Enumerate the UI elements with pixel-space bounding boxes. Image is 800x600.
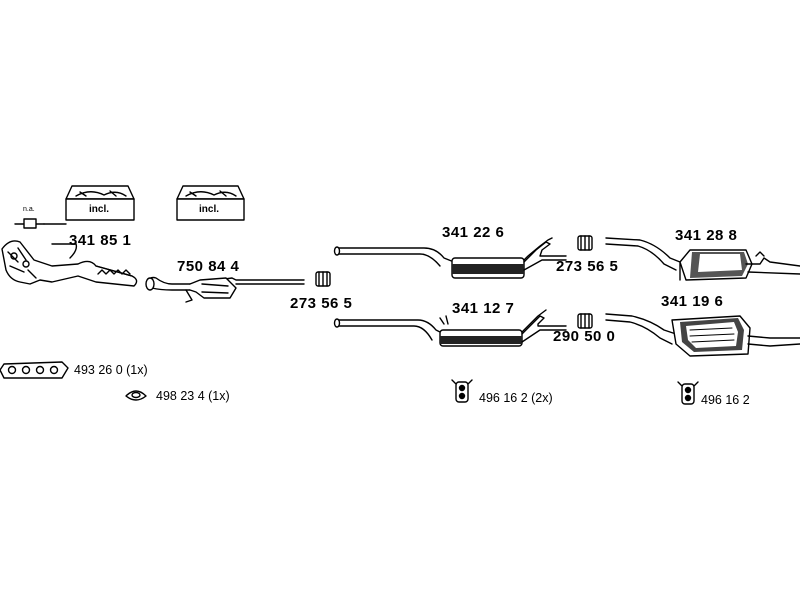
na-connector-pipe	[14, 218, 67, 229]
ring-gasket-icon	[125, 390, 147, 401]
rubber-mount-middle-icon	[451, 379, 473, 403]
middle-silencer-341226	[333, 237, 567, 279]
part-number-clamp-top-right: 273 56 5	[556, 258, 619, 275]
catalytic-converter-750844	[145, 276, 305, 303]
part-number-manifold-pipe: 341 85 1	[69, 232, 132, 249]
middle-silencer-341127	[333, 309, 567, 347]
accessory-manifold-gasket: 493 26 0 (1x)	[74, 363, 148, 377]
na-note: n.a.	[23, 206, 35, 213]
part-number-middle-silencer-top: 341 22 6	[442, 224, 505, 241]
rubber-mount-rear-icon	[677, 381, 699, 405]
included-label-2: incl.	[199, 204, 220, 215]
pipe-clamp-top-right	[577, 235, 593, 251]
rear-silencer-341196	[605, 313, 800, 357]
included-kit-box-1	[65, 185, 135, 221]
included-kit-box-2	[176, 185, 245, 221]
rear-silencer-341288	[605, 237, 800, 281]
pipe-clamp-left	[315, 271, 331, 287]
part-number-catalytic-converter: 750 84 4	[177, 258, 240, 275]
accessory-rubber-mount-rear: 496 16 2	[701, 393, 750, 407]
exhaust-manifold-341851	[1, 240, 138, 287]
manifold-gasket-icon	[0, 361, 69, 379]
pipe-clamp-bottom-right	[577, 313, 593, 329]
accessory-rubber-mount-middle: 496 16 2 (2x)	[479, 391, 553, 405]
part-number-clamp-bottom-right: 290 50 0	[553, 328, 616, 345]
part-number-clamp-left: 273 56 5	[290, 295, 353, 312]
part-number-middle-silencer-bottom: 341 12 7	[452, 300, 515, 317]
included-label-1: incl.	[89, 204, 110, 215]
part-number-rear-silencer-top: 341 28 8	[675, 227, 738, 244]
part-number-rear-silencer-bottom: 341 19 6	[661, 293, 724, 310]
accessory-ring-gasket: 498 23 4 (1x)	[156, 389, 230, 403]
